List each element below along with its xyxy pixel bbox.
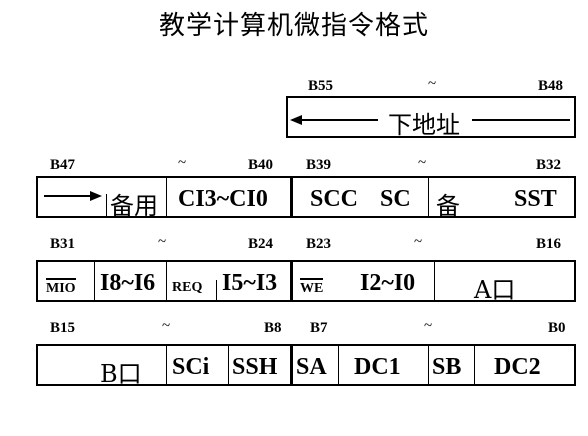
bit-range-tilde: ~: [158, 234, 167, 250]
field-ssh: SSH: [232, 354, 278, 380]
field-we: WE: [300, 278, 324, 298]
field-sb: SB: [432, 354, 462, 380]
field-mio: MIO: [46, 278, 76, 298]
bit-label-b32: B32: [536, 157, 562, 173]
bit-label-b7: B7: [310, 320, 328, 336]
field-scc: SCC: [310, 186, 359, 212]
microinstruction-row-1: 备用 CI3~CI0 SCC SC 备 SST: [36, 176, 576, 220]
bit-range-tilde: ~: [428, 76, 437, 92]
bit-range-tilde: ~: [424, 318, 433, 334]
field-dc1: DC1: [354, 354, 401, 380]
bit-label-b23: B23: [306, 236, 332, 252]
bit-label-b47: B47: [50, 157, 76, 173]
microinstruction-row-2: MIO I8~I6 REQ I5~I3 WE I2~I0 A口: [36, 260, 576, 304]
bit-label-b8: B8: [264, 320, 282, 336]
left-arrow-icon: [290, 115, 570, 125]
field-reserved-2: 备: [436, 192, 460, 220]
field-sci: SCi: [172, 354, 210, 380]
bit-label-b31: B31: [50, 236, 76, 252]
next-address-field-box: 下地址: [286, 96, 576, 139]
field-next-address: 下地址: [388, 111, 460, 139]
bit-label-b39: B39: [306, 157, 332, 173]
page-title: 教学计算机微指令格式: [158, 11, 429, 41]
bit-label-b24: B24: [248, 236, 274, 252]
field-i2-i0: I2~I0: [360, 270, 416, 296]
field-sa: SA: [296, 354, 327, 380]
field-ci3-ci0: CI3~CI0: [178, 186, 268, 212]
microinstruction-row-3: B口 SCi SSH SA DC1 SB DC2: [36, 344, 576, 388]
field-i8-i6: I8~I6: [100, 270, 156, 296]
bit-label-b55: B55: [308, 78, 334, 94]
field-b-port: B口: [100, 360, 142, 388]
bit-label-b40: B40: [248, 157, 274, 173]
bit-range-tilde: ~: [418, 155, 427, 171]
right-arrow-icon: [44, 191, 102, 201]
bit-range-tilde: ~: [414, 234, 423, 250]
field-sst: SST: [514, 186, 557, 212]
field-sc: SC: [380, 186, 411, 212]
bit-label-b48: B48: [538, 78, 564, 94]
bit-label-b16: B16: [536, 236, 562, 252]
field-req: REQ: [172, 280, 203, 295]
field-dc2: DC2: [494, 354, 541, 380]
field-reserved: 备用: [110, 192, 158, 220]
field-a-port: A口: [474, 276, 516, 304]
bit-range-tilde: ~: [162, 318, 171, 334]
bit-range-tilde: ~: [178, 155, 187, 171]
bit-label-b0: B0: [548, 320, 566, 336]
field-i5-i3: I5~I3: [222, 270, 278, 296]
bit-label-b15: B15: [50, 320, 76, 336]
